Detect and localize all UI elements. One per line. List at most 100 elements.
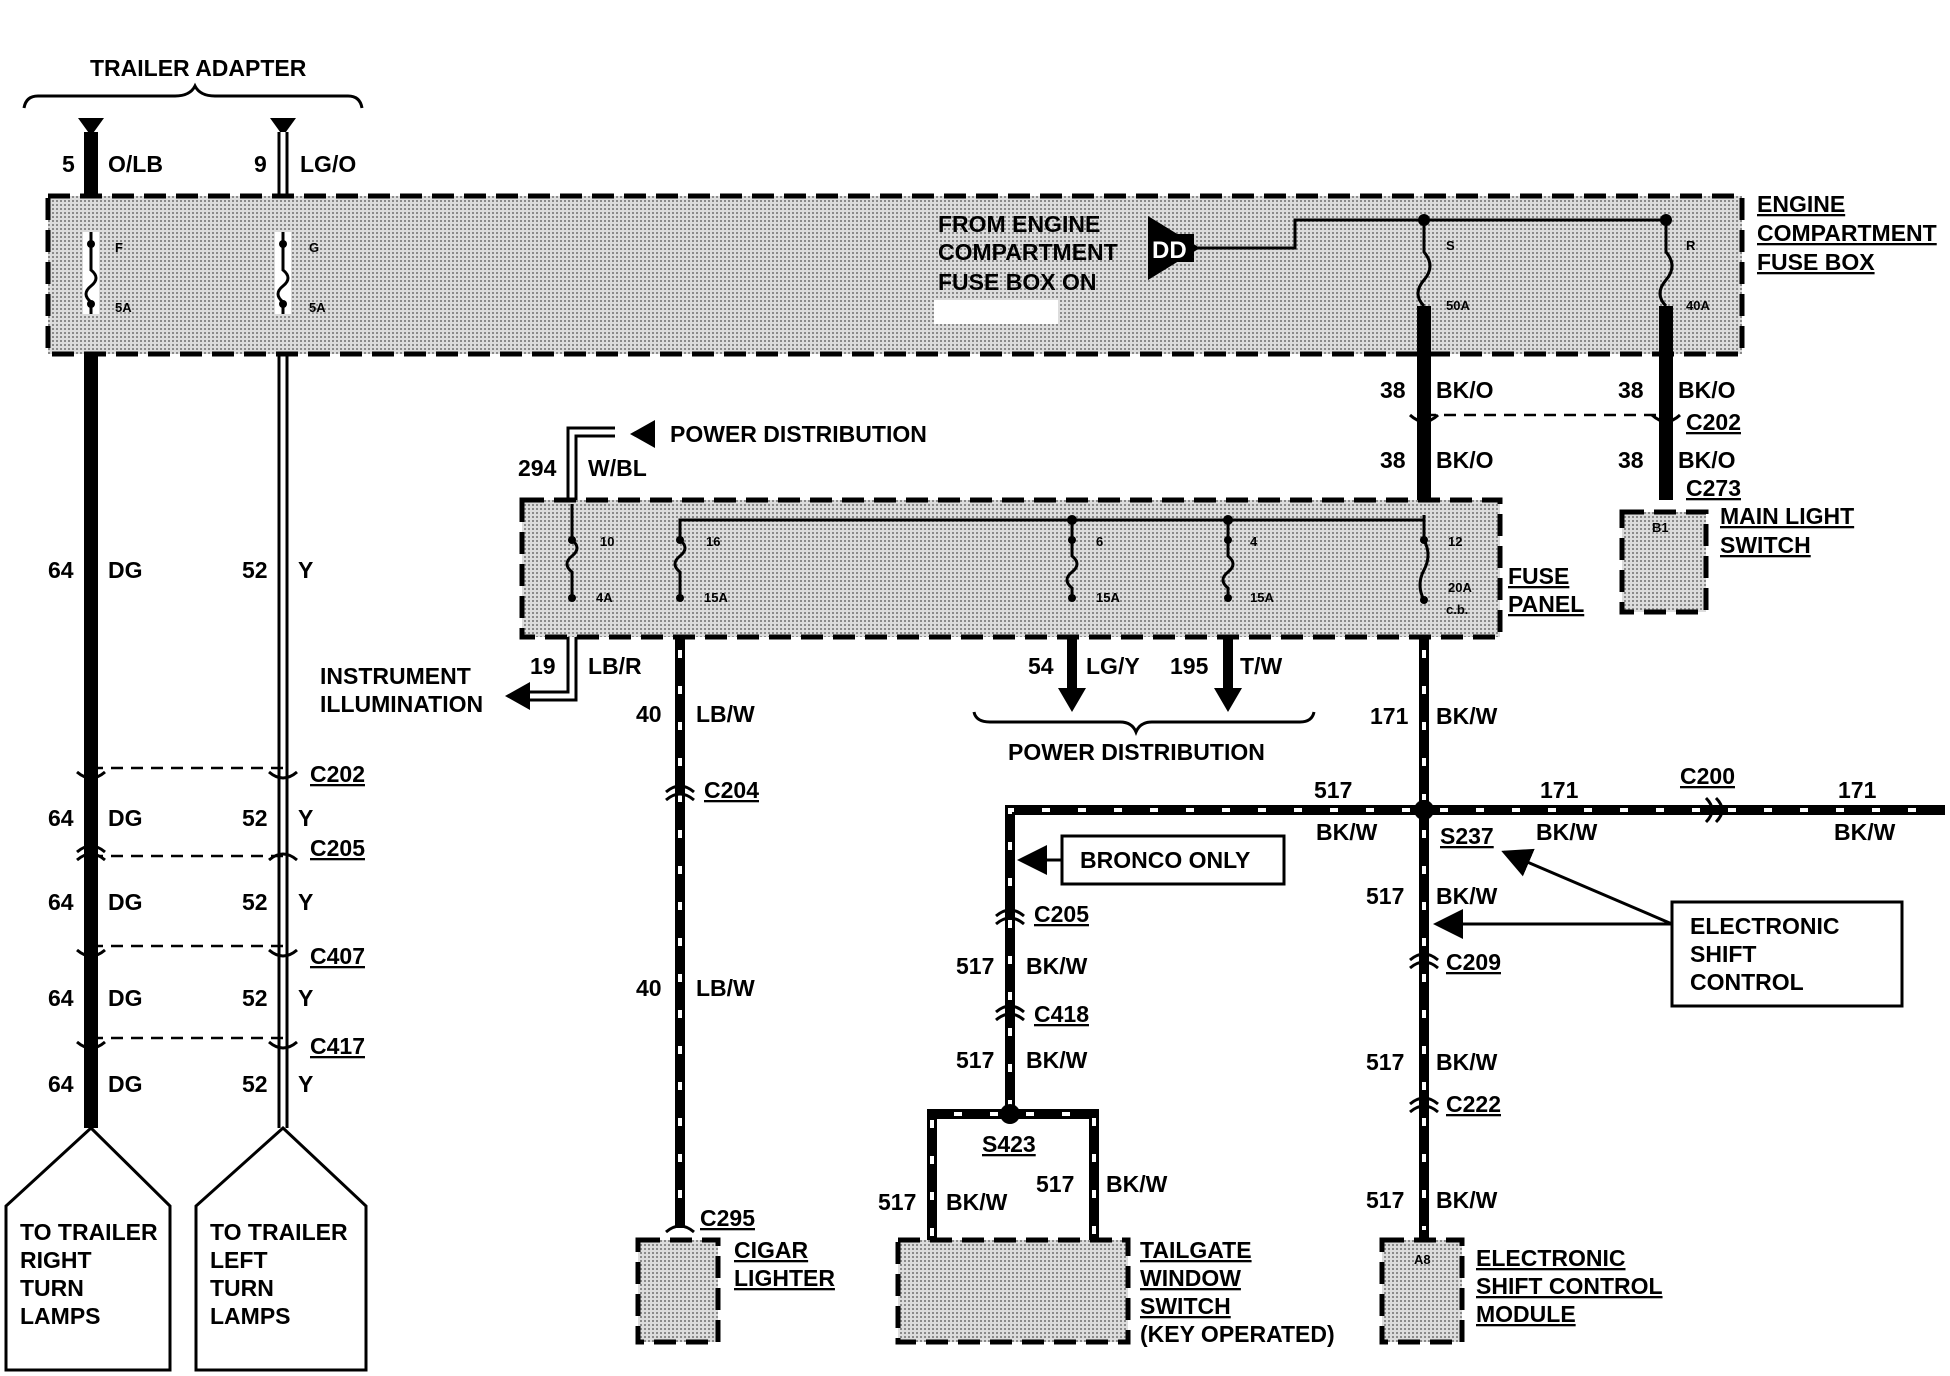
wire-64-color-d: DG (108, 985, 143, 1011)
wire-517-tg-color-d: BK/W (1106, 1171, 1168, 1197)
cigar-lighter-label-1: CIGAR (734, 1237, 809, 1263)
c418-label: C418 (1034, 1001, 1089, 1027)
fuse-f (83, 232, 99, 314)
fuse-12-note: c.b. (1446, 602, 1468, 617)
tailgate-label-2: WINDOW (1140, 1265, 1241, 1291)
tailgate-switch-box (895, 1237, 1131, 1345)
esc-module-box (1379, 1237, 1465, 1345)
connector-arrow-right (78, 118, 104, 136)
esc-callout-line-1: ELECTRONIC (1690, 913, 1840, 939)
dd-connector: DD (1148, 216, 1200, 280)
trailer-left-line-1: TO TRAILER (210, 1219, 348, 1245)
wire-38-circuit-a: 38 (1380, 377, 1406, 403)
trailer-right-line-3: TURN (20, 1275, 84, 1301)
wire-52-color-e: Y (298, 1071, 313, 1097)
wire-19-circuit: 19 (530, 653, 556, 679)
c417-trailer-label: C417 (310, 1033, 365, 1059)
wire-40-color-b: LB/W (696, 975, 755, 1001)
wire-38-color-c: BK/O (1436, 447, 1494, 473)
wire-38-color-d: BK/O (1678, 447, 1736, 473)
fuse-4 (1221, 520, 1235, 600)
wire-5-circuit: 5 (62, 151, 75, 177)
fuse-panel-label-2: PANEL (1508, 591, 1584, 617)
instrument-illumination-label-2: ILLUMINATION (320, 691, 483, 717)
fuse-10 (565, 504, 579, 600)
fuse-f-rating: 5A (115, 300, 132, 315)
splice-s423 (1000, 1104, 1020, 1124)
fuse-16-id: 16 (706, 534, 720, 549)
c209-label: C209 (1446, 949, 1501, 975)
s237-label: S237 (1440, 823, 1494, 849)
wire-64-circuit-a: 64 (48, 557, 74, 583)
fuse-r-rating: 40A (1686, 298, 1710, 313)
wire-52-color-a: Y (298, 557, 313, 583)
wire-517-esc-circuit-a: 517 (1366, 883, 1404, 909)
esc-callout-leader-1 (1501, 848, 1673, 926)
wire-517-tg-circuit-b: 517 (956, 1047, 994, 1073)
wire-171-color-b: BK/W (1536, 819, 1598, 845)
trailer-left-lamps-shape (194, 1125, 368, 1372)
power-distribution-bottom-label: POWER DISTRIBUTION (1008, 739, 1265, 765)
esc-callout-line-2: SHIFT (1690, 941, 1756, 967)
wire-517-circuit-bus: 517 (1314, 777, 1352, 803)
wire-64-circuit-b: 64 (48, 805, 74, 831)
wire-517-esc-color-c: BK/W (1436, 1187, 1498, 1213)
wire-54-arrow (1058, 688, 1086, 712)
tailgate-label-4: (KEY OPERATED) (1140, 1321, 1335, 1347)
wire-517-tg-circuit-a: 517 (956, 953, 994, 979)
trailer-right-lamps-shape (4, 1125, 172, 1372)
main-light-switch-label-2: SWITCH (1720, 532, 1811, 558)
wire-9-circuit: 9 (254, 151, 267, 177)
c200-label: C200 (1680, 763, 1735, 789)
fuse-g (275, 232, 291, 314)
wire-38-circuit-c: 38 (1380, 447, 1406, 473)
wire-171-color-a: BK/W (1436, 703, 1498, 729)
wire-38-circuit-d: 38 (1618, 447, 1644, 473)
wire-38-color-a: BK/O (1436, 377, 1494, 403)
wire-517-tg-color-a: BK/W (1026, 953, 1088, 979)
wire-40-circuit-a: 40 (636, 701, 662, 727)
c407-trailer-label: C407 (310, 943, 365, 969)
wire-54-circuit: 54 (1028, 653, 1054, 679)
wire-171-circuit-b: 171 (1540, 777, 1579, 803)
fuse-panel-label-1: FUSE (1508, 563, 1569, 589)
wire-294-inner (569, 429, 615, 504)
wire-195-arrow (1214, 688, 1242, 712)
fuse-4-rating: 15A (1250, 590, 1274, 605)
c202-trailer-label: C202 (310, 761, 365, 787)
wire-294-color: W/BL (588, 455, 647, 481)
wire-19-color: LB/R (588, 653, 642, 679)
cigar-lighter-box (635, 1237, 721, 1345)
fuse-16 (673, 538, 687, 600)
trailer-adapter: TRAILER ADAPTER (22, 55, 364, 136)
wire-517-esc-circuit-b: 517 (1366, 1049, 1404, 1075)
wire-9-color: LG/O (300, 151, 356, 177)
c205-tailgate-label: C205 (1034, 901, 1089, 927)
redacted-field (934, 300, 1058, 324)
dd-bus (1198, 218, 1666, 250)
trailer-left-line-4: LAMPS (210, 1303, 291, 1329)
fuse-6-id: 6 (1096, 534, 1103, 549)
wire-52-circuit-a: 52 (242, 557, 268, 583)
fuse-s (1416, 220, 1432, 308)
instrument-illumination-label-1: INSTRUMENT (320, 663, 471, 689)
fuse-s-id: S (1446, 238, 1455, 253)
fuse-10-id: 10 (600, 534, 614, 549)
engine-box-label-1: ENGINE (1757, 191, 1845, 217)
c200-connector (1704, 796, 1724, 824)
trailer-adapter-title: TRAILER ADAPTER (90, 55, 307, 81)
fuse-12-rating: 20A (1448, 580, 1472, 595)
c222-label: C222 (1446, 1091, 1501, 1117)
bronco-callout-text: BRONCO ONLY (1080, 847, 1250, 873)
wire-64-circuit-c: 64 (48, 889, 74, 915)
wire-5-color: O/LB (108, 151, 163, 177)
wire-171-circuit-c: 171 (1838, 777, 1877, 803)
esc-module-label-1: ELECTRONIC (1476, 1245, 1626, 1271)
trailer-adapter-bracket (22, 82, 364, 109)
esc-callout-box (1670, 900, 1904, 1008)
wire-64-color-a: DG (108, 557, 143, 583)
fuse-r-id: R (1686, 238, 1696, 253)
fuse-r (1658, 220, 1674, 308)
wire-517-tg-color-b: BK/W (1026, 1047, 1088, 1073)
wire-517-esc-color-a: BK/W (1436, 883, 1498, 909)
